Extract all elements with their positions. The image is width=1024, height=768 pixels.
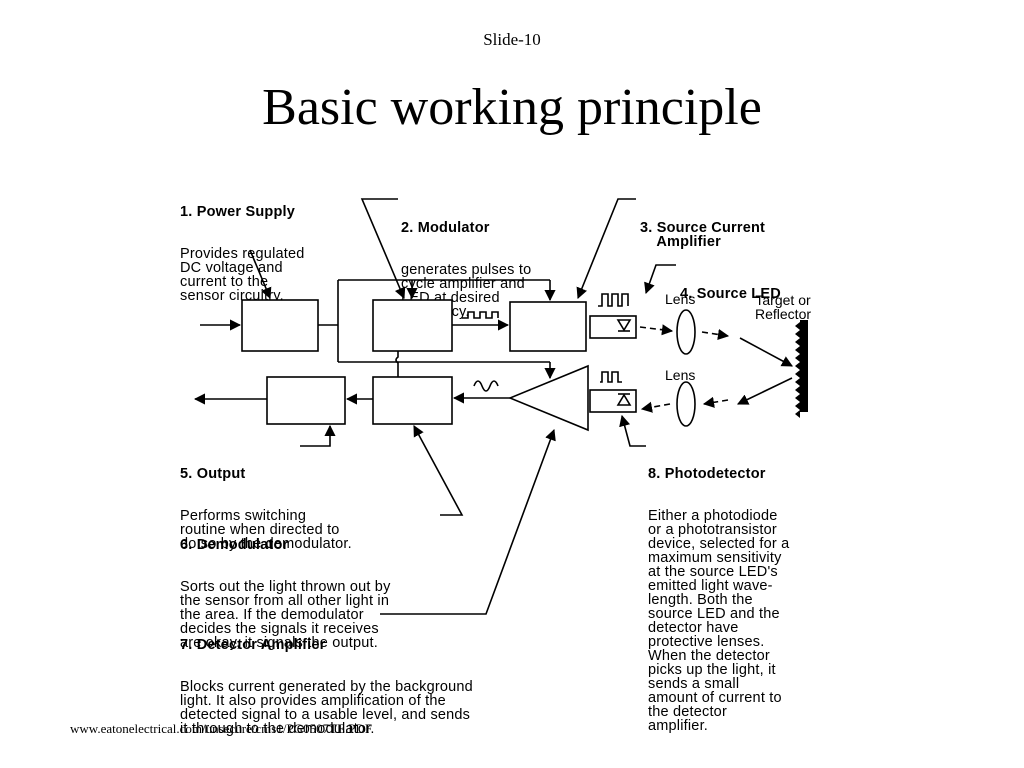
modulator-block bbox=[372, 299, 453, 352]
target-reflector bbox=[795, 320, 808, 418]
photodetector-body: Either a photodiode or a phototransistor… bbox=[648, 508, 790, 734]
source-led-heading: 4. Source LED bbox=[680, 286, 781, 302]
target-label: Target or Reflector bbox=[755, 292, 812, 322]
photodetector-note: 8. Photodetector Either a photodiode or … bbox=[648, 439, 789, 747]
source-current-amplifier-note: 3. Source Current Amplifier bbox=[640, 193, 765, 263]
output-heading: 5. Output bbox=[180, 466, 246, 482]
source-led-note: 4. Source LED bbox=[680, 259, 781, 315]
lens-top-label: Lens bbox=[665, 291, 696, 307]
source-current-amplifier-block bbox=[509, 301, 587, 352]
power-supply-block bbox=[241, 299, 319, 352]
output-block bbox=[266, 376, 346, 425]
lens-bottom-label: Lens bbox=[665, 367, 696, 383]
detector-amplifier-triangle bbox=[507, 364, 589, 432]
detector-amplifier-body: Blocks current generated by the backgrou… bbox=[180, 679, 473, 737]
slide-title: Basic working principle bbox=[262, 79, 762, 136]
demodulator-note: 6. Demodulator Sorts out the light throw… bbox=[180, 510, 391, 664]
demodulator-body: Sorts out the light thrown out by the se… bbox=[180, 579, 391, 651]
photodetector-heading: 8. Photodetector bbox=[648, 466, 766, 482]
detector-amplifier-note: 7. Detector Amplifier Blocks current gen… bbox=[180, 610, 473, 750]
lens-bottom bbox=[676, 381, 696, 427]
slide-number: Slide-10 bbox=[483, 30, 541, 49]
source-current-amplifier-heading: 3. Source Current Amplifier bbox=[640, 220, 766, 250]
output-body: Performs switching routine when directed… bbox=[180, 508, 352, 552]
detector-amplifier-heading: 7. Detector Amplifier bbox=[180, 637, 326, 653]
demodulator-heading: 6. Demodulator bbox=[180, 537, 289, 553]
modulator-heading: 2. Modulator bbox=[401, 220, 490, 236]
source-url: www.eatonelectrical.com/unsecure/cms1/PG… bbox=[70, 721, 373, 736]
demodulator-block bbox=[372, 376, 453, 425]
lens-top bbox=[676, 309, 696, 355]
output-note: 5. Output Performs switching routine whe… bbox=[180, 439, 352, 565]
power-supply-heading: 1. Power Supply bbox=[180, 204, 295, 220]
